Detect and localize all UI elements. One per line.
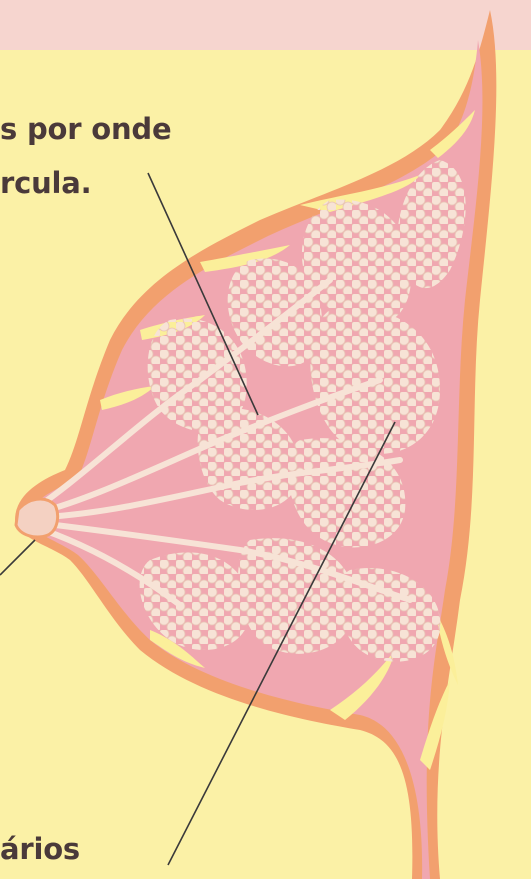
label-top-line-1: s por onde <box>0 112 171 146</box>
pointer-line-nipple <box>0 540 35 575</box>
label-top-line-2: rcula. <box>0 166 91 200</box>
nipple <box>16 499 58 537</box>
label-bottom: ários <box>0 832 80 866</box>
